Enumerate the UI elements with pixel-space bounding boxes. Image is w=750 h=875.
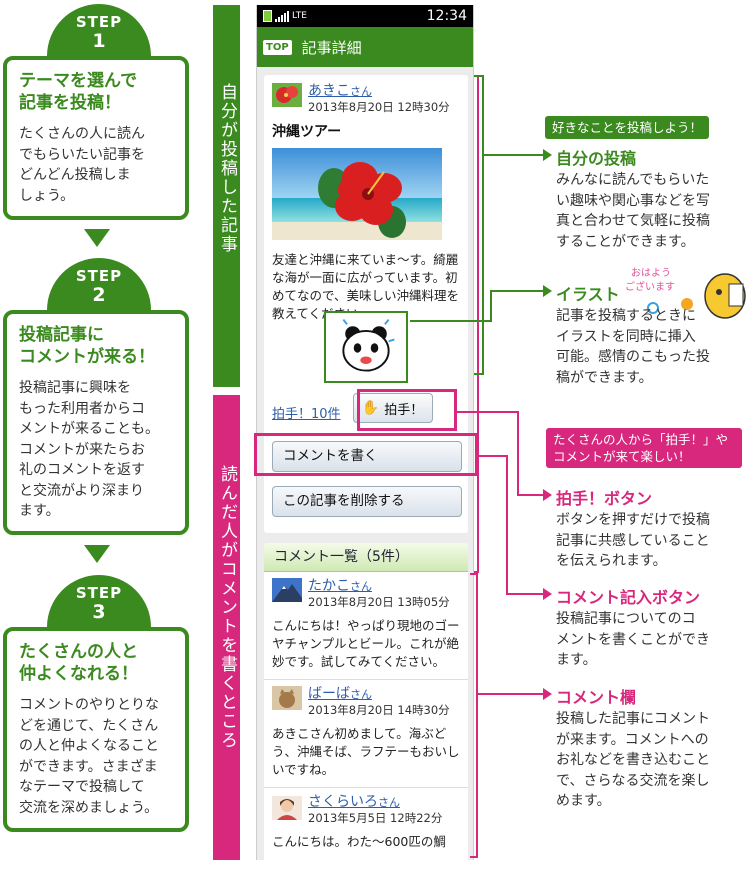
arrow-down-icon bbox=[84, 545, 110, 563]
comment-date: 2013年8月20日 14時30分 bbox=[308, 703, 450, 717]
step-3-tab: STEP 3 bbox=[47, 575, 151, 631]
step-1-box: テーマを選んで 記事を投稿！ たくさんの人に読んでもらいたい記事を どんどん投稿… bbox=[3, 56, 189, 220]
author-name[interactable]: あきこさん bbox=[308, 83, 372, 99]
page-title: 記事詳細 bbox=[301, 38, 362, 57]
illustration-sample-icon: おはよう ございます bbox=[625, 267, 746, 319]
battery-icon bbox=[263, 10, 272, 22]
fun-pill: たくさんの人から「拍手！」やコメントが来て楽しい！ bbox=[546, 428, 742, 468]
step-2-tab: STEP 2 bbox=[47, 258, 151, 314]
step-number: 1 bbox=[92, 30, 106, 52]
comment-list: コメント一覧（5件） たかこさん 2013年8月20日 13時05分 こんにちは… bbox=[264, 543, 468, 860]
arrow-right-icon bbox=[543, 688, 552, 700]
list-item: ばーばさん 2013年8月20日 14時30分 あきこさん初めまして。海ぶどう、… bbox=[264, 680, 468, 788]
comment-date: 2013年5月5日 12時22分 bbox=[308, 811, 443, 825]
arrow-right-icon bbox=[543, 489, 552, 501]
arrow-right-icon bbox=[543, 285, 552, 297]
step-label: STEP bbox=[75, 267, 123, 285]
phone-screen: LTE 12:34 TOP 記事詳細 あきこさん 2013年8月20日 12時3… bbox=[256, 5, 474, 860]
app-bar: TOP 記事詳細 bbox=[257, 27, 473, 67]
clap-hands-icon: ✋ bbox=[361, 400, 380, 416]
article-title: 沖縄ツアー bbox=[272, 124, 342, 140]
status-bar: LTE 12:34 bbox=[257, 5, 473, 27]
post-date: 2013年8月20日 12時30分 bbox=[308, 100, 450, 114]
write-comment-button[interactable]: コメントを書く bbox=[272, 441, 462, 472]
step-3-box: たくさんの人と 仲よくなれる！ コメントのやりとりなどを通じて、たくさん の人と… bbox=[3, 627, 189, 832]
person-avatar-icon bbox=[272, 796, 302, 820]
delete-article-button[interactable]: この記事を削除する bbox=[272, 486, 462, 517]
arrow-right-icon bbox=[543, 588, 552, 600]
step-label: STEP bbox=[75, 584, 123, 602]
step-1-tab: STEP 1 bbox=[47, 4, 151, 60]
step-2-description: 投稿記事に興味をもった利用者からコ メントが来ることも。コメントが来たらお 礼の… bbox=[19, 380, 159, 519]
step-3-description: コメントのやりとりなどを通じて、たくさん の人と仲よくなることができます。さまざ… bbox=[19, 697, 159, 816]
step-2-title: 投稿記事に コメントが来る！ bbox=[19, 325, 155, 367]
own-article-band: 自分が投稿した記事 bbox=[213, 5, 240, 387]
comment-list-header: コメント一覧（5件） bbox=[264, 543, 468, 572]
clock: 12:34 bbox=[426, 8, 467, 24]
list-item: たかこさん 2013年8月20日 13時05分 こんにちは！やっぱり現地のゴーヤ… bbox=[264, 572, 468, 680]
annotation-comment-button-title: コメント記入ボタン bbox=[556, 588, 701, 607]
step-1-description: たくさんの人に読んでもらいたい記事を どんどん投稿しましょう。 bbox=[19, 126, 145, 204]
commenter-name[interactable]: ばーばさん bbox=[308, 686, 372, 702]
comment-text: あきこさん初めまして。海ぶどう、沖縄そば、ラフテーもおいしいですね。 bbox=[272, 726, 460, 777]
panda-sticker-icon bbox=[324, 311, 408, 383]
cat-avatar-icon bbox=[272, 686, 302, 710]
step-3-title: たくさんの人と 仲よくなれる！ bbox=[19, 642, 138, 684]
annotation-comment-area-title: コメント欄 bbox=[556, 688, 637, 707]
arrow-down-icon bbox=[84, 229, 110, 247]
annotation-illust-desc: 記事を投稿するときにイラストを同時に挿入 可能。感情のこもった投稿ができます。 bbox=[556, 308, 710, 386]
article-body: 友達と沖縄に来ていま～す。綺麗な海が一面に広がっています。初めてなので、美味しい… bbox=[272, 252, 460, 321]
annotation-clap-title: 拍手！ボタン bbox=[556, 489, 653, 508]
step-number: 2 bbox=[92, 284, 106, 306]
commenter-name[interactable]: さくらいろさん bbox=[308, 794, 400, 810]
clap-count-link[interactable]: 拍手！10件 bbox=[272, 406, 341, 422]
clap-button-highlight bbox=[357, 389, 457, 431]
mountain-avatar-icon bbox=[272, 578, 302, 602]
annotation-illust-title: イラスト bbox=[556, 285, 620, 304]
article-card: あきこさん 2013年8月20日 12時30分 沖縄ツアー 友達と沖縄に来ていま… bbox=[264, 75, 468, 533]
comment-button-highlight bbox=[254, 433, 478, 476]
annotation-comment-button-desc: 投稿記事についてのコメントを書くことができ ます。 bbox=[556, 611, 710, 668]
step-2-box: 投稿記事に コメントが来る！ 投稿記事に興味をもった利用者からコ メントが来るこ… bbox=[3, 310, 189, 535]
step-1-title: テーマを選んで 記事を投稿！ bbox=[19, 71, 138, 113]
signal-icon bbox=[275, 10, 289, 22]
hibiscus-photo bbox=[272, 148, 442, 240]
step-label: STEP bbox=[75, 13, 123, 31]
annotation-clap-desc: ボタンを押すだけで投稿記事に共感していること を伝えられます。 bbox=[556, 512, 710, 569]
article-green-bracket bbox=[474, 75, 484, 375]
top-button[interactable]: TOP bbox=[263, 39, 292, 55]
commenter-name[interactable]: たかこさん bbox=[308, 578, 372, 594]
tagline-pill: 好きなことを投稿しよう！ bbox=[545, 116, 710, 139]
step-number: 3 bbox=[92, 601, 106, 623]
list-item: さくらいろさん 2013年5月5日 12時22分 こんにちは。わた～600匹の鯛 bbox=[264, 788, 468, 859]
annotation-post-title: 自分の投稿 bbox=[556, 149, 637, 168]
arrow-right-icon bbox=[543, 149, 552, 161]
annotation-comment-area-desc: 投稿した記事にコメントが来ます。コメントへの お礼などを書き込むことで、さらなる… bbox=[556, 711, 710, 809]
comment-area-bracket bbox=[470, 573, 478, 858]
comment-date: 2013年8月20日 13時05分 bbox=[308, 595, 450, 609]
svg-text:ございます: ございます bbox=[625, 280, 675, 293]
hibiscus-avatar-icon bbox=[272, 83, 302, 107]
comment-area-band: 読んだ人がコメントを書くところ bbox=[213, 395, 240, 860]
comment-text: こんにちは！やっぱり現地のゴーヤチャンプルとビール。これが絶妙です。試してみてく… bbox=[272, 618, 460, 669]
annotation-post-desc: みんなに読んでもらいたい趣味や関心事などを写 真と合わせて気軽に投稿することがで… bbox=[556, 172, 710, 250]
svg-text:おはよう: おはよう bbox=[631, 267, 671, 279]
clap-button[interactable]: ✋ 拍手！ bbox=[352, 393, 433, 423]
comment-text: こんにちは。わた～600匹の鯛 bbox=[272, 834, 446, 849]
network-type: LTE bbox=[292, 11, 307, 21]
article-author: あきこさん 2013年8月20日 12時30分 bbox=[272, 83, 460, 115]
